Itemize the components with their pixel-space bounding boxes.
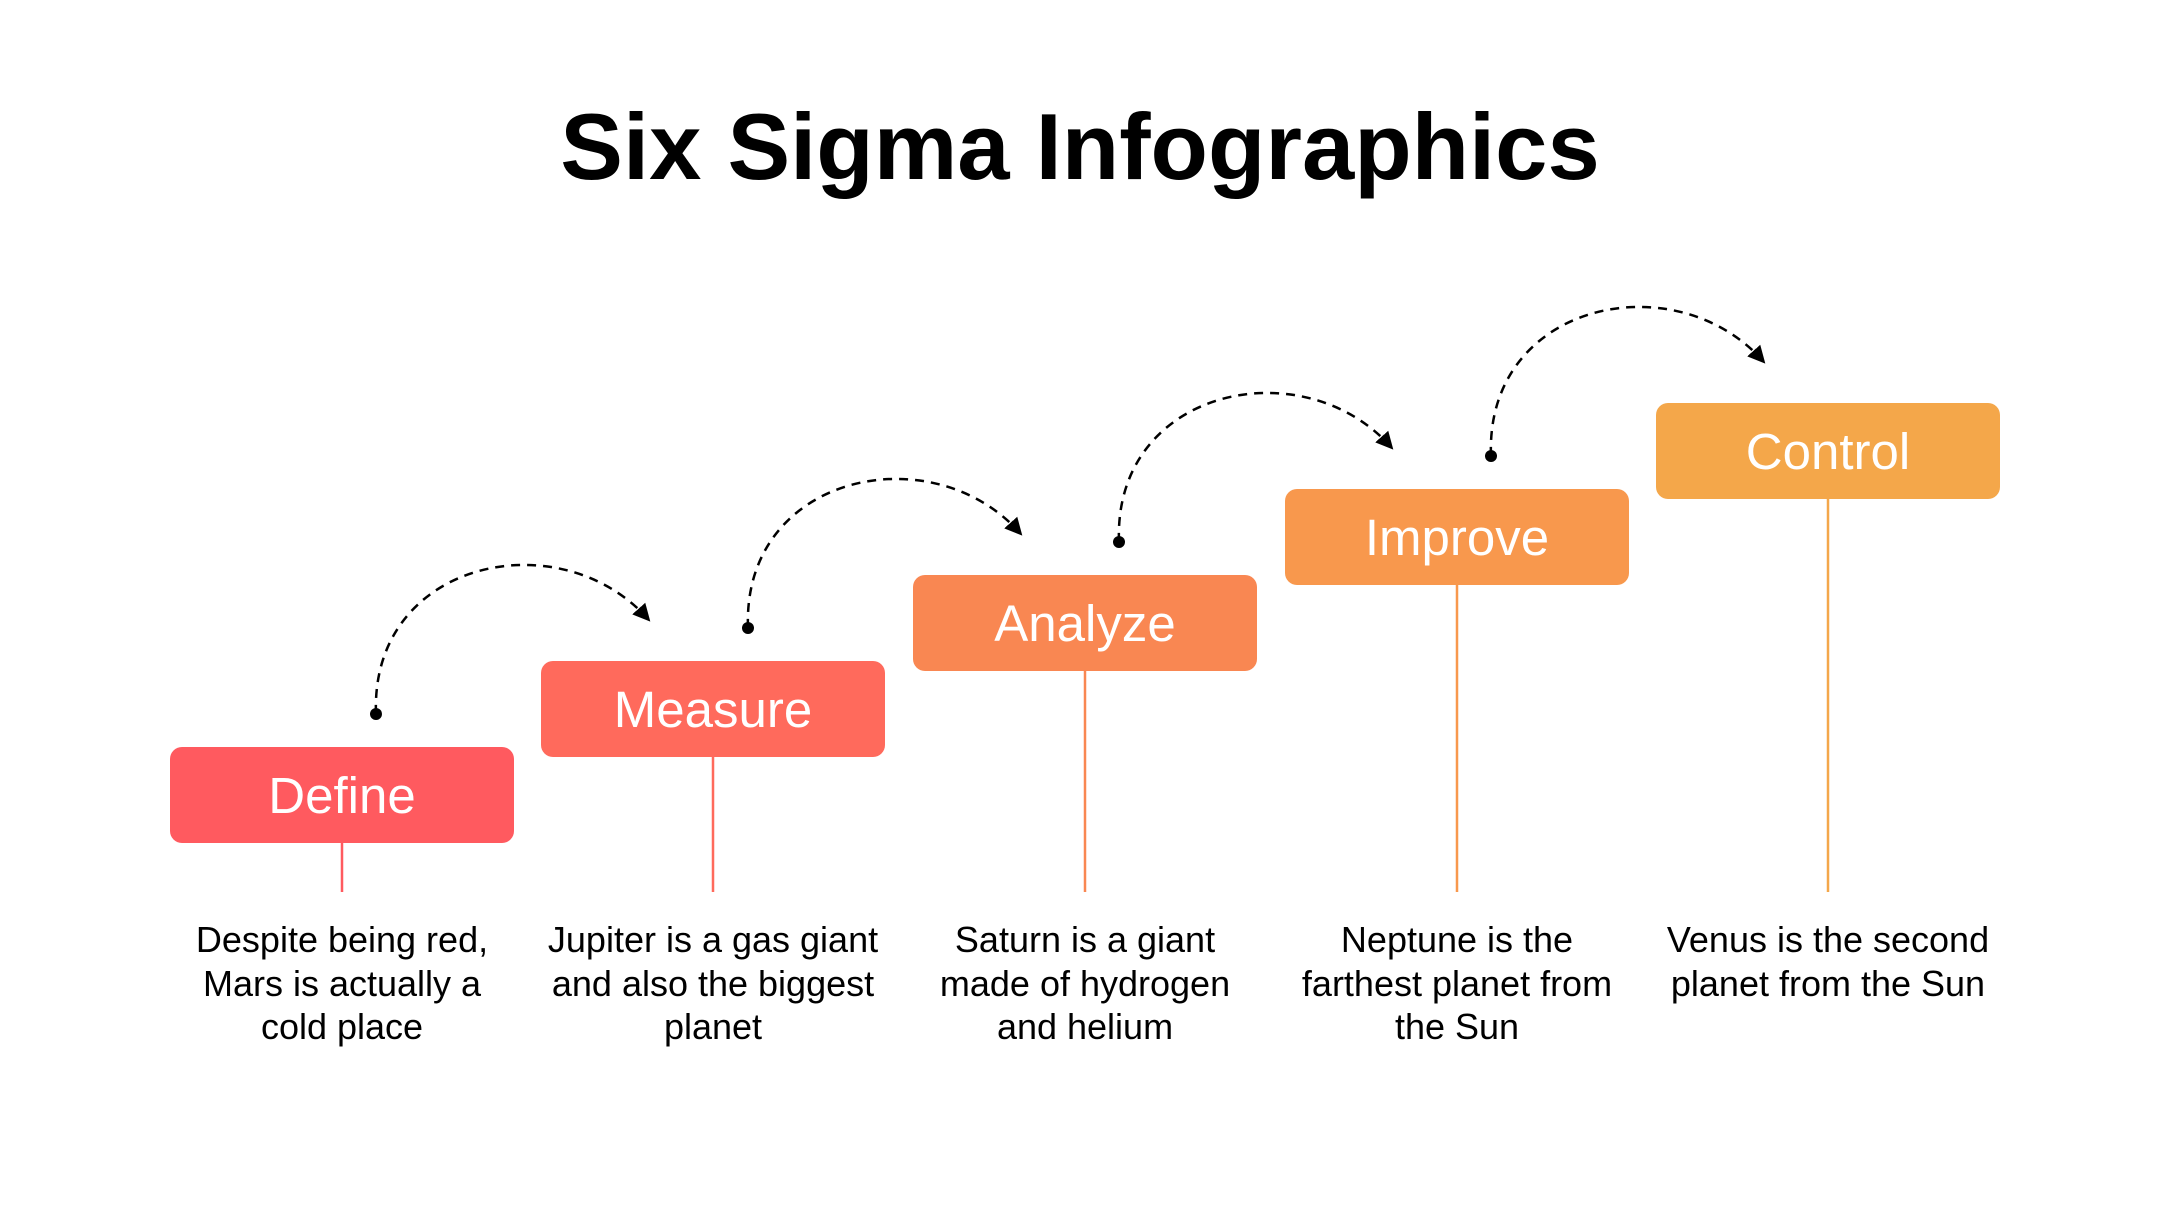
dashed-arrow-path: [746, 477, 1023, 629]
arrow-improve-to-control: [1485, 305, 1766, 462]
step-description-define: Despite being red, Mars is actually a co…: [195, 919, 489, 1047]
dashed-arrow-path: [374, 563, 651, 715]
dashed-arrow-path: [1489, 305, 1766, 457]
step-box-define: Define: [170, 747, 514, 843]
step-description-improve: Neptune is the farthest planet from the …: [1301, 919, 1613, 1047]
step-description-analyze: Saturn is a giant made of hydrogen and h…: [939, 919, 1231, 1047]
arrow-analyze-to-improve: [1113, 391, 1394, 548]
step-label: Measure: [613, 680, 813, 738]
step-label: Improve: [1364, 508, 1550, 566]
step-label: Control: [1745, 422, 1911, 480]
arrow-measure-to-analyze: [742, 477, 1023, 634]
step-description-measure: Jupiter is a gas giant and also the bigg…: [547, 919, 879, 1047]
step-box-improve: Improve: [1285, 489, 1629, 585]
step-label: Define: [268, 766, 416, 824]
dashed-arrow-path: [1117, 391, 1394, 543]
page-title: Six Sigma Infographics: [560, 94, 1600, 199]
step-description-control: Venus is the second planet from the Sun: [1666, 919, 1990, 1004]
step-box-analyze: Analyze: [913, 575, 1257, 671]
step-label: Analyze: [994, 594, 1176, 652]
step-box-measure: Measure: [541, 661, 885, 757]
step-box-control: Control: [1656, 403, 2000, 499]
arrow-define-to-measure: [370, 563, 651, 720]
